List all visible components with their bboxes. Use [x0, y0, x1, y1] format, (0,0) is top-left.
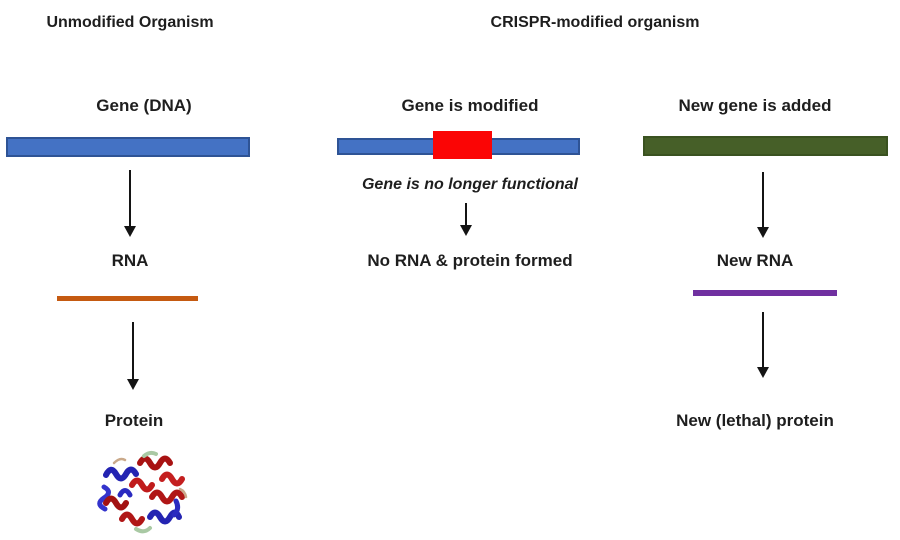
- rna-line: [57, 296, 198, 301]
- unmodified-organism-header: Unmodified Organism: [46, 14, 214, 31]
- arrow-stem: [761, 172, 764, 227]
- arrow-head: [459, 225, 472, 236]
- protein-label: Protein: [104, 411, 164, 430]
- arrow-head: [126, 379, 139, 390]
- gene-nonfunctional-note: Gene is no longer functional: [361, 176, 578, 193]
- down-arrow: [126, 322, 139, 390]
- new-rna-label: New RNA: [716, 251, 794, 270]
- no-rna-protein-label: No RNA & protein formed: [367, 251, 573, 270]
- down-arrow: [459, 203, 472, 236]
- crispr-insert-segment: [433, 131, 492, 159]
- down-arrow: [756, 172, 769, 238]
- arrow-stem: [128, 170, 131, 226]
- protein-structure-image: [97, 450, 188, 534]
- dna-bar: [6, 137, 250, 157]
- arrow-head: [756, 227, 769, 238]
- crispr-modified-header: CRISPR-modified organism: [490, 14, 700, 31]
- arrow-stem: [131, 322, 134, 379]
- gene-modified-label: Gene is modified: [401, 96, 539, 115]
- arrow-head: [123, 226, 136, 237]
- arrow-head: [756, 367, 769, 378]
- arrow-stem: [761, 312, 764, 367]
- arrow-stem: [464, 203, 467, 225]
- down-arrow: [123, 170, 136, 237]
- new-gene-added-label: New gene is added: [678, 96, 832, 115]
- gene-dna-label: Gene (DNA): [96, 96, 192, 115]
- new-rna-line: [693, 290, 837, 296]
- new-gene-bar: [643, 136, 888, 156]
- rna-label: RNA: [111, 251, 149, 270]
- new-lethal-protein-label: New (lethal) protein: [676, 411, 834, 430]
- down-arrow: [756, 312, 769, 378]
